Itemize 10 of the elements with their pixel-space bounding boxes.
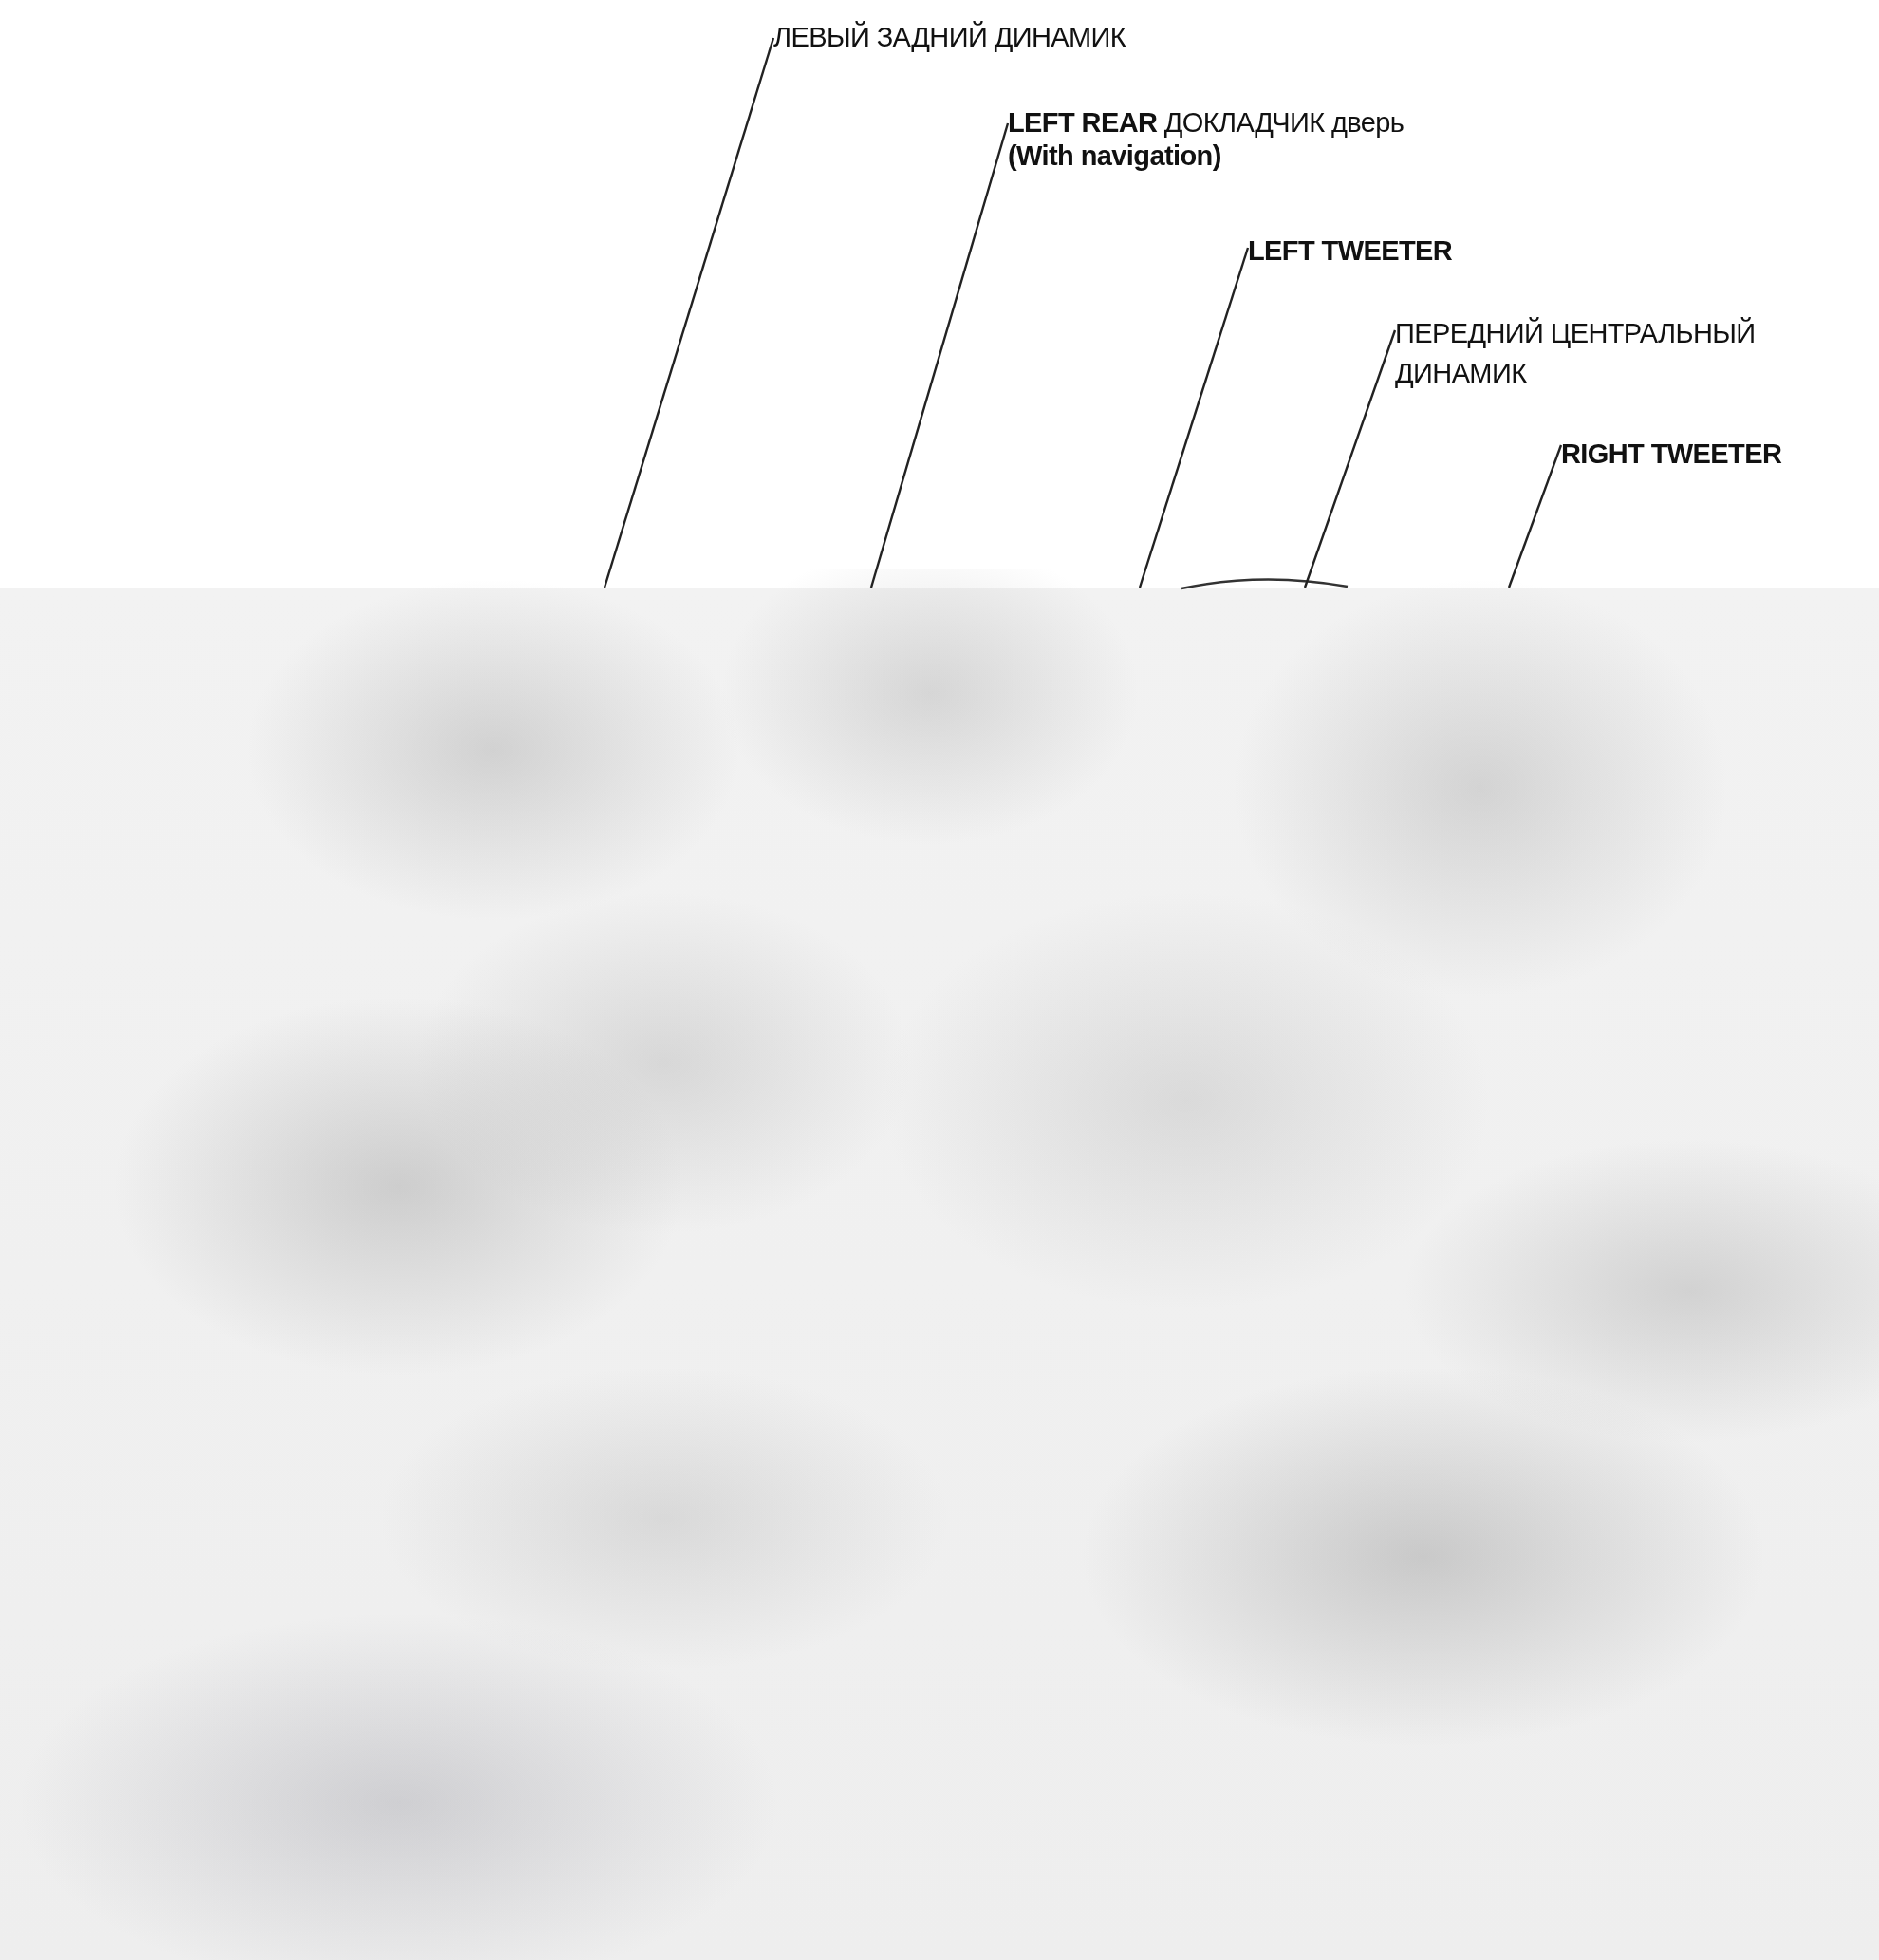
part-label: ПЕРЕДНИЙ ЦЕНТРАЛЬНЫЙ ДИНАМИК — [1395, 313, 1832, 394]
leader-line — [869, 122, 1010, 588]
leader-line — [603, 37, 775, 588]
part-label: RIGHT TWEETER — [1561, 434, 1782, 475]
leader-line — [1303, 329, 1397, 588]
part-label: LEFT REAR ДОКЛАДЧИК дверь (With navigation) — [1008, 106, 1425, 173]
part-label: LEFT TWEETER — [1248, 231, 1453, 271]
leader-line — [1138, 247, 1250, 588]
part-label: ЛЕВЫЙ ЗАДНИЙ ДИНАМИК — [773, 17, 1126, 58]
leader-line — [1507, 444, 1563, 588]
